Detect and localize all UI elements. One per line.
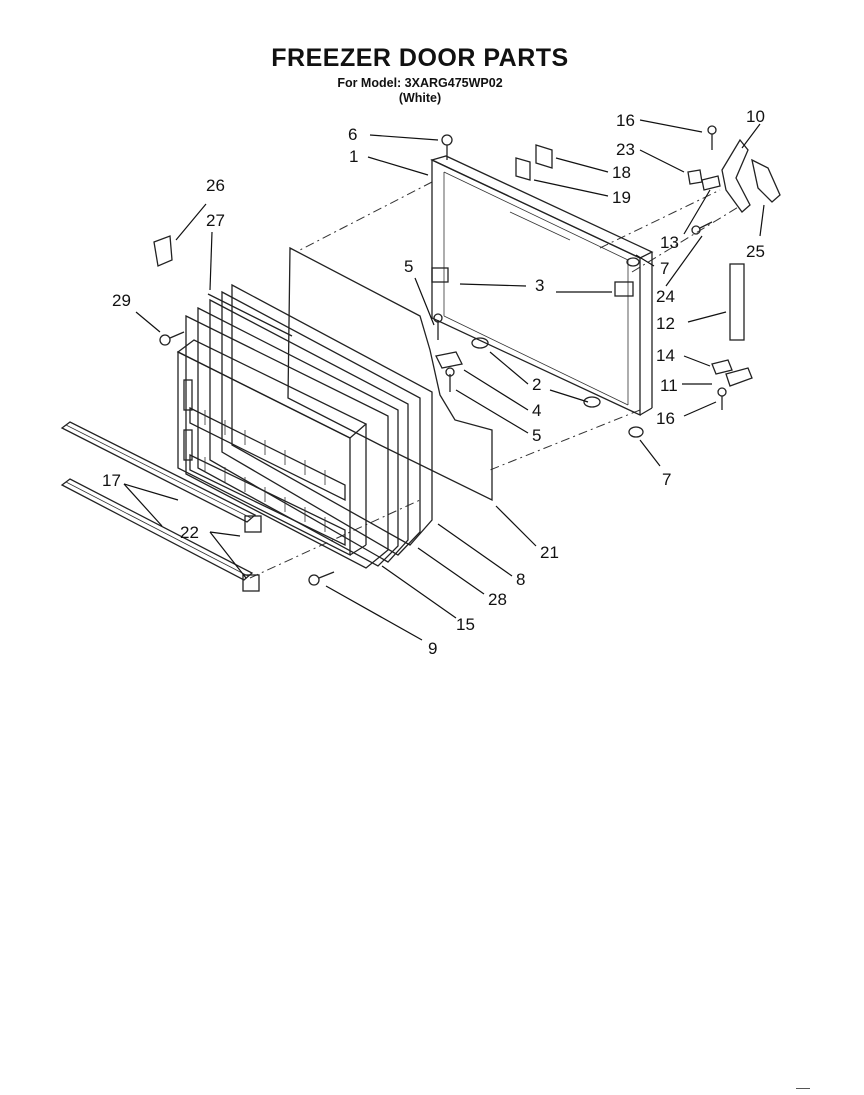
- callout-29: 29: [112, 291, 131, 310]
- callout-10: 10: [746, 107, 765, 126]
- callout-21: 21: [540, 543, 559, 562]
- page-title: FREEZER DOOR PARTS: [271, 44, 569, 72]
- callout-25: 25: [746, 242, 765, 261]
- callout-labels: 6 1 18 19 16 10 23 13 25 7 24 26 27 5 3 …: [102, 107, 765, 658]
- foam-insulation: [287, 246, 493, 502]
- callout-15: 15: [456, 615, 475, 634]
- callout-9: 9: [428, 639, 437, 658]
- color-note: (White): [398, 91, 442, 105]
- callout-11: 11: [660, 376, 678, 395]
- leader-lines: [123, 119, 765, 641]
- callout-1: 1: [349, 147, 358, 166]
- callout-8: 8: [516, 570, 525, 589]
- callout-4: 4: [532, 401, 541, 420]
- callout-22: 22: [180, 523, 199, 542]
- callout-18: 18: [612, 163, 631, 182]
- callout-17: 17: [102, 471, 121, 490]
- callout-19: 19: [612, 188, 631, 207]
- inner-door-liner: [176, 339, 368, 557]
- shelf-rails: [60, 421, 262, 592]
- callout-26: 26: [206, 176, 225, 195]
- assembly-guide-lines: [249, 181, 741, 579]
- callout-24: 24: [656, 287, 675, 306]
- callout-16-bottom: 16: [656, 409, 675, 428]
- callout-16-top: 16: [616, 111, 635, 130]
- callout-14: 14: [656, 346, 675, 365]
- callout-5-top: 5: [404, 257, 413, 276]
- callout-7-bottom: 7: [662, 470, 671, 489]
- callout-12: 12: [656, 314, 675, 333]
- page-corner-mark: [796, 1088, 810, 1089]
- callout-13: 13: [660, 233, 679, 252]
- callout-6: 6: [348, 125, 357, 144]
- callout-2: 2: [532, 375, 541, 394]
- callout-28: 28: [488, 590, 507, 609]
- callout-5-bottom: 5: [532, 426, 541, 445]
- callout-27: 27: [206, 211, 225, 230]
- diagram-header: FREEZER DOOR PARTS For Model: 3XARG475WP…: [0, 44, 840, 105]
- callout-7-top: 7: [660, 259, 669, 278]
- callout-23: 23: [616, 140, 635, 159]
- hardware-parts: [153, 125, 781, 586]
- callout-3: 3: [535, 276, 544, 295]
- door-liner-and-gaskets: [185, 283, 433, 569]
- model-number: For Model: 3XARG475WP02: [337, 76, 503, 90]
- outer-door-panel: [430, 155, 654, 417]
